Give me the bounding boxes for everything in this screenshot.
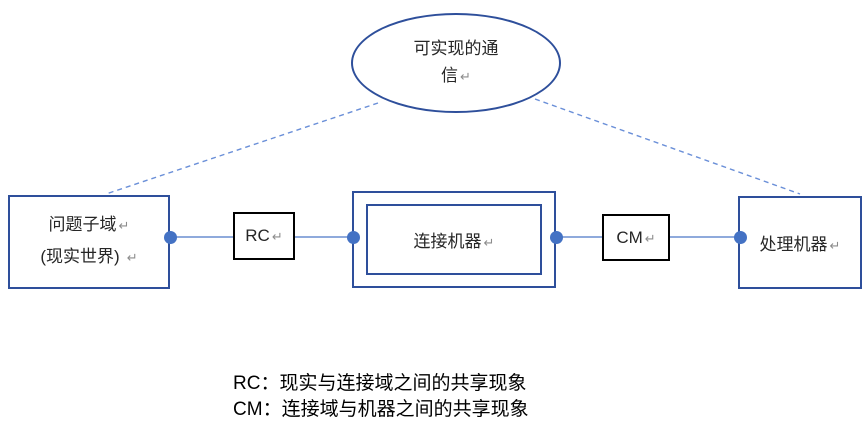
return-mark-icon: ↵ bbox=[483, 236, 495, 251]
connector-dot-connection-right bbox=[549, 230, 563, 244]
return-mark-icon: ↵ bbox=[644, 231, 656, 247]
connector-dot-processing bbox=[733, 230, 747, 244]
return-mark-icon: ↵ bbox=[460, 70, 471, 85]
rc-label: RC↵ bbox=[245, 226, 283, 245]
return-mark-icon: ↵ bbox=[271, 230, 283, 245]
legend-line-cm: CM：连接域与机器之间的共享现象 bbox=[233, 399, 529, 420]
ellipse-label-line2: 信↵ bbox=[441, 66, 471, 85]
return-mark-icon: ↵ bbox=[126, 251, 138, 266]
ellipse-label-line1: 可实现的通 bbox=[413, 39, 499, 58]
problem-subdomain-line2: (现实世界)↵ bbox=[40, 247, 138, 266]
connector-dot-connection-left bbox=[346, 230, 360, 244]
dashed-connector-left bbox=[105, 102, 379, 195]
connection-machine-inner-box: 连接机器↵ bbox=[366, 204, 542, 275]
node-rc: RC↵ bbox=[233, 212, 295, 260]
node-connection-machine: 连接机器↵ bbox=[352, 191, 556, 288]
dashed-connector-right bbox=[534, 98, 801, 195]
return-mark-icon: ↵ bbox=[118, 219, 130, 234]
problem-subdomain-line1: 问题子域↵ bbox=[48, 215, 130, 234]
node-problem-subdomain: 问题子域↵ (现实世界)↵ bbox=[8, 195, 170, 289]
connection-machine-label: 连接机器↵ bbox=[413, 232, 495, 251]
node-cm: CM↵ bbox=[602, 214, 670, 261]
node-processing-machine: 处理机器↵ bbox=[738, 196, 862, 289]
node-realizable-communication: 可实现的通 信↵ bbox=[351, 13, 561, 113]
processing-machine-label: 处理机器↵ bbox=[759, 235, 841, 254]
legend-line-rc: RC：现实与连接域之间的共享现象 bbox=[233, 373, 527, 394]
legend: RC：现实与连接域之间的共享现象 CM：连接域与机器之间的共享现象 bbox=[233, 371, 529, 423]
return-mark-icon: ↵ bbox=[829, 239, 841, 254]
connector-dot-problem bbox=[163, 230, 177, 244]
cm-label: CM↵ bbox=[616, 227, 656, 247]
